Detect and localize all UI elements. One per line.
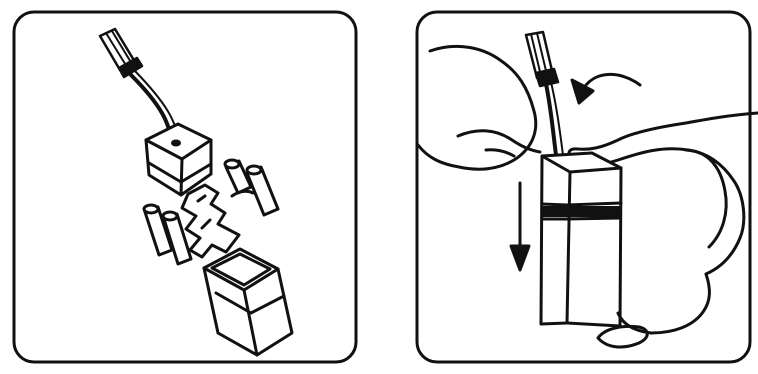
left-hand-icon (418, 46, 536, 169)
left-thumb-icon (458, 131, 540, 152)
battery-case-icon (204, 249, 292, 355)
aa-batteries-right-icon (225, 160, 278, 215)
aa-batteries-left-icon (144, 205, 191, 264)
connector-plug-icon (100, 29, 142, 77)
rotate-arrow-icon (572, 74, 640, 103)
battery-case-band-icon (541, 206, 620, 217)
top-cap-icon (146, 124, 211, 195)
battery-case-right-icon (541, 153, 621, 326)
panel-exploded-view-frame (14, 12, 356, 362)
connector-plug-right-icon (526, 32, 558, 86)
exploded-battery-pack-icon (100, 29, 292, 355)
panel-assembly-frame (417, 12, 750, 362)
battery-holder-icon (182, 185, 239, 257)
down-arrow-icon (511, 183, 529, 270)
right-hand-icon (569, 113, 758, 274)
battery-pack-assembly-icon (418, 32, 758, 347)
